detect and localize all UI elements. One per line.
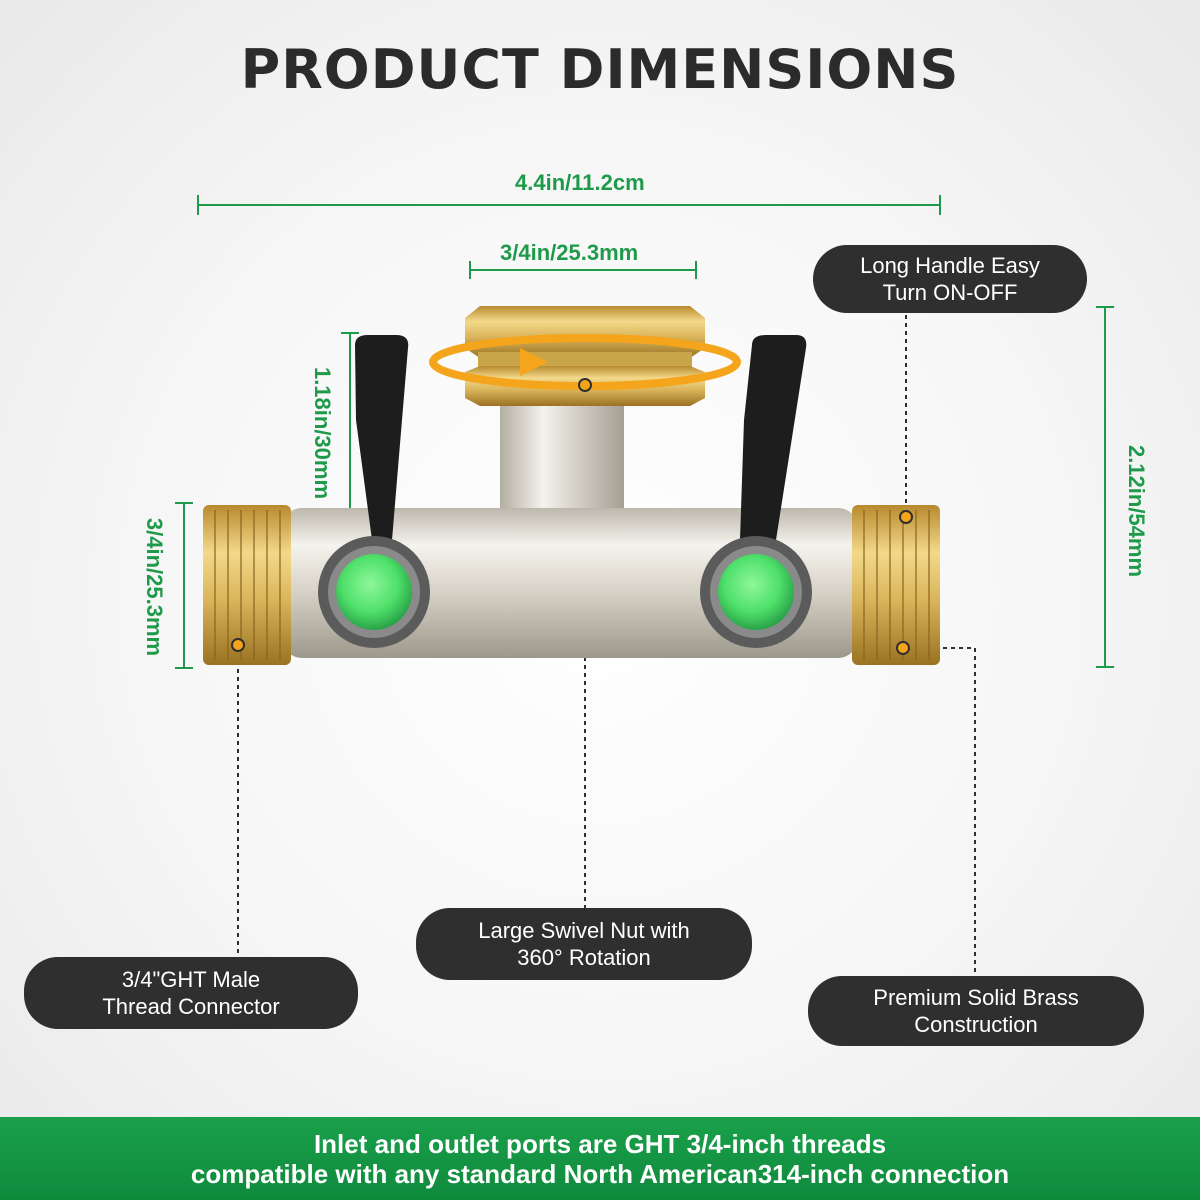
dimension-lines (175, 195, 1114, 669)
overall-width-label: 4.4in/11.2cm (515, 170, 645, 195)
callout-solid-brass: Premium Solid Brass Construction (808, 976, 1144, 1046)
info-banner: Inlet and outlet ports are GHT 3/4-inch … (0, 1117, 1200, 1200)
callout-long-handle-line1: Long Handle Easy (860, 253, 1040, 278)
nut-width-label: 3/4in/25.3mm (500, 240, 639, 265)
overall-height-label: 2.12in/54mm (1124, 444, 1149, 578)
callout-swivel-nut-line2: 360° Rotation (517, 945, 651, 970)
handle-height-label: 1.18in/30mm (310, 366, 335, 500)
callout-long-handle-line2: Turn ON-OFF (882, 280, 1018, 305)
callout-male-thread: 3/4"GHT Male Thread Connector (24, 957, 358, 1029)
callout-solid-brass-line1: Premium Solid Brass (873, 985, 1079, 1010)
callout-male-thread-line2: Thread Connector (102, 994, 280, 1019)
callout-swivel-nut: Large Swivel Nut with 360° Rotation (416, 908, 752, 980)
callout-male-thread-line1: 3/4"GHT Male (121, 967, 261, 992)
callout-solid-brass-line2: Construction (914, 1012, 1038, 1037)
callout-long-handle: Long Handle Easy Turn ON-OFF (813, 245, 1087, 313)
thread-diameter-label: 3/4in/25.3mm (142, 517, 167, 657)
callout-swivel-nut-line1: Large Swivel Nut with (478, 918, 690, 943)
banner-line2: compatible with any standard North Ameri… (190, 1158, 1010, 1189)
banner-line1: Inlet and outlet ports are GHT 3/4-inch … (313, 1128, 887, 1159)
page-title: PRODUCT DIMENSIONS (240, 38, 960, 101)
